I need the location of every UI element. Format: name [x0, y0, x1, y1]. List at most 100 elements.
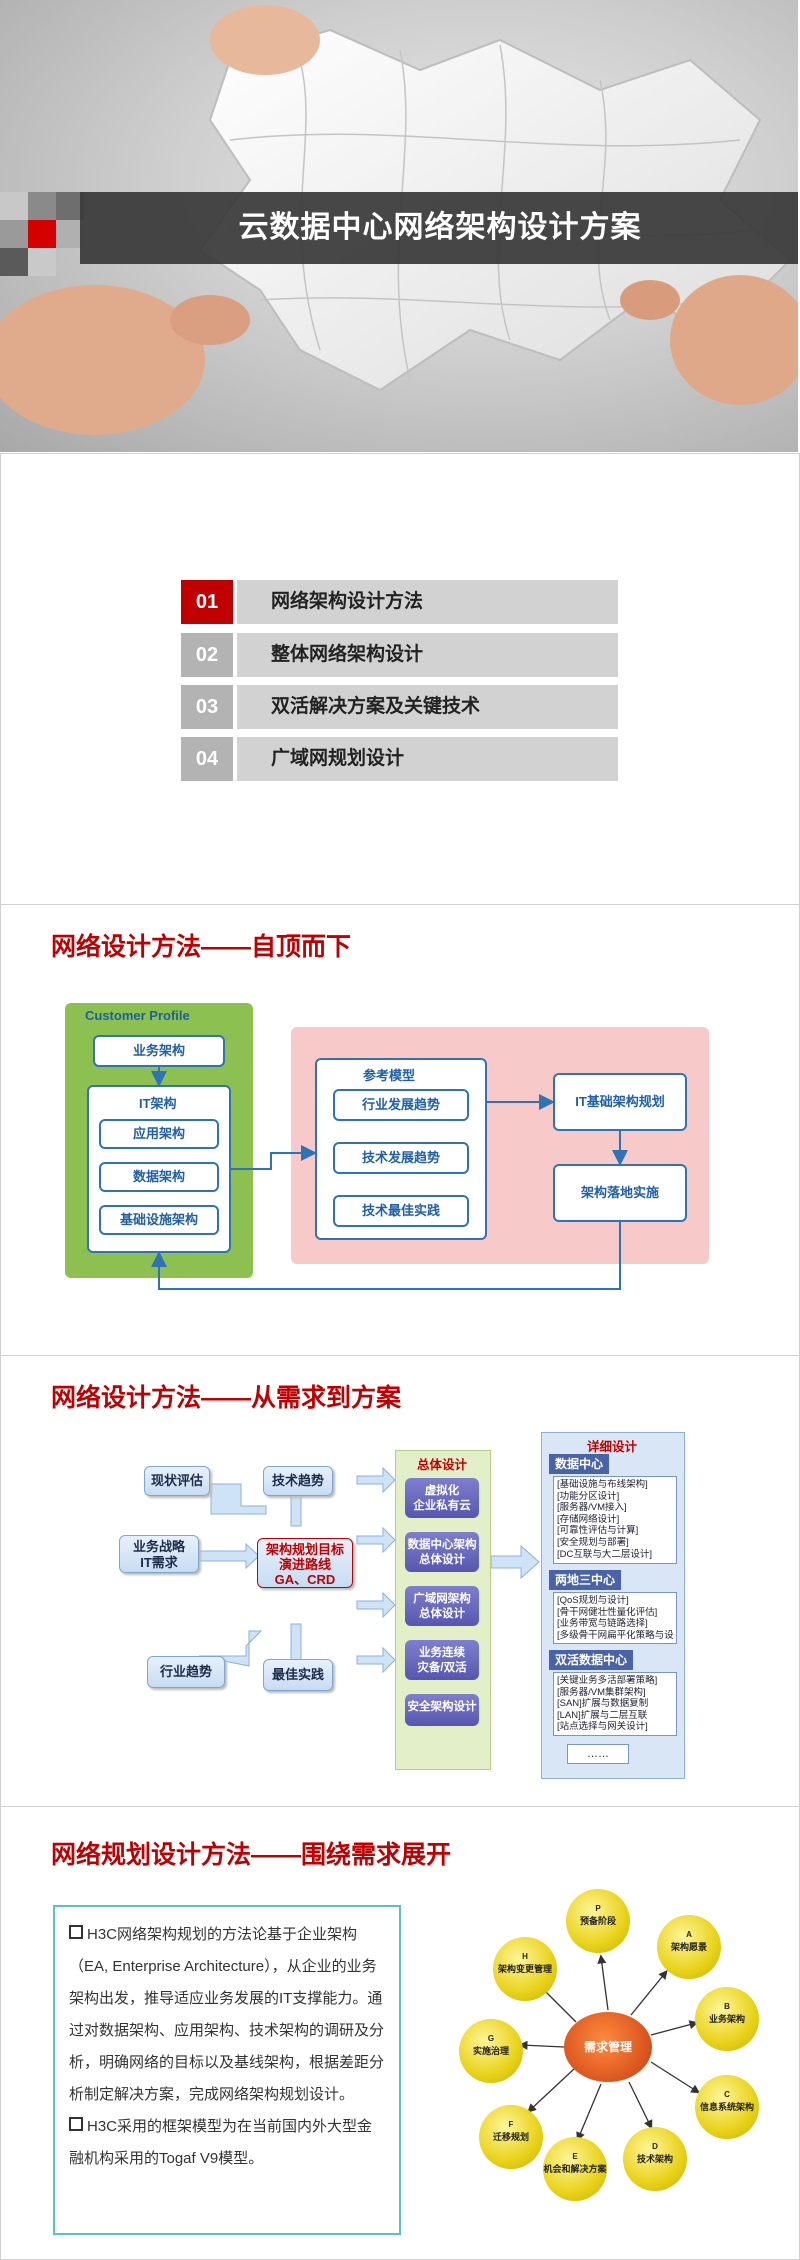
- cover-title: 云数据中心网络架构设计方案: [238, 211, 642, 244]
- section-title: 网络设计方法——从需求到方案: [51, 1384, 402, 1412]
- detail-item: [业务带宽与链路选择]: [557, 1618, 648, 1630]
- node-label: 预备阶段: [579, 1916, 616, 1926]
- target-box: 架构规划目标 演进路线 GA、CRD: [257, 1538, 353, 1588]
- industry-trend-box: 行业发展趋势: [333, 1089, 469, 1121]
- togaf-arrows: [518, 1954, 701, 2142]
- detail-section-head: 双活数据中心: [549, 1650, 634, 1670]
- agenda-item[interactable]: 02 整体网络架构设计: [181, 633, 618, 677]
- overall-item-line: 业务连续: [419, 1647, 465, 1659]
- overall-item: 业务连续 灾备/双活: [405, 1640, 479, 1680]
- detail-list: [基础设施与布线架构] [功能分区设计] [服务器/VM接入] [存储网络设计]…: [553, 1476, 677, 1564]
- togaf-node-e: E 机会和解决方案: [543, 2137, 607, 2201]
- decor-square: [28, 192, 56, 220]
- agenda-item[interactable]: 03 双活解决方案及关键技术: [181, 685, 618, 729]
- agenda-label: 双活解决方案及关键技术: [237, 685, 618, 729]
- node-letter: E: [572, 2152, 578, 2161]
- infra-arch-box: 基础设施架构: [99, 1205, 219, 1235]
- detail-item: [多级骨干网扁平化策略与设计]: [557, 1629, 673, 1641]
- detail-item: [站点选择与网关设计]: [557, 1721, 648, 1733]
- agenda-slide: 01 网络架构设计方法 02 整体网络架构设计 03 双活解决方案及关键技术 0…: [0, 453, 800, 905]
- overall-item-line: 虚拟化: [424, 1485, 460, 1497]
- topdown-slide: 网络设计方法——自顶而下 Customer Profile 业务架构 IT架构 …: [0, 904, 800, 1356]
- detail-ellipsis: ……: [567, 1744, 629, 1764]
- decor-square: [28, 248, 56, 276]
- best-practice-box: 最佳实践: [263, 1659, 333, 1691]
- app-arch-box: 应用架构: [99, 1119, 219, 1149]
- node-letter: P: [595, 1904, 601, 1913]
- node-label: 机会和解决方案: [543, 2164, 607, 2174]
- arch-impl-box: 架构落地实施: [553, 1164, 687, 1222]
- detail-item: [可靠性评估与计算]: [557, 1525, 639, 1537]
- detail-item: [功能分区设计]: [557, 1490, 620, 1502]
- ref-model-label: 参考模型: [363, 1068, 416, 1083]
- method-text: H3C采用的框架模型为在当前国内外大型金融机构采用的Togaf V9模型。: [69, 2118, 373, 2167]
- detail-item: [骨干网健壮性量化评估]: [557, 1606, 658, 1618]
- agenda-label: 整体网络架构设计: [237, 633, 618, 677]
- agenda-number: 03: [181, 685, 233, 729]
- overall-item-line: 广域网架构: [413, 1593, 471, 1605]
- overall-item: 数据中心架构 总体设计: [405, 1532, 479, 1572]
- target-line: 架构规划目标: [265, 1542, 344, 1557]
- overall-item-line: 总体设计: [419, 1554, 465, 1566]
- node-label: 架构变更管理: [497, 1964, 552, 1974]
- flow-arrows: [151, 1067, 628, 1290]
- it-infra-plan-box: IT基础架构规划: [553, 1073, 687, 1131]
- tech-trend-box: 技术发展趋势: [333, 1142, 469, 1174]
- decor-square: [0, 248, 28, 276]
- business-arch-box: 业务架构: [93, 1035, 225, 1067]
- agenda-item[interactable]: 04 广域网规划设计: [181, 737, 618, 781]
- detail-item: [LAN]扩展与二层互联: [557, 1709, 648, 1721]
- section-title: 网络设计方法——自顶而下: [51, 933, 352, 961]
- detail-item: [SAN]扩展与数据复制: [557, 1698, 649, 1710]
- industry-trend-box: 行业趋势: [147, 1656, 225, 1688]
- detail-item: [关键业务多活部署策略]: [557, 1675, 658, 1686]
- agenda-number: 02: [181, 633, 233, 677]
- node-label: 业务架构: [708, 2014, 745, 2024]
- detail-design-title: 详细设计: [586, 1440, 637, 1454]
- overall-item-line: 数据中心架构: [407, 1539, 477, 1551]
- tech-trend-box: 技术趋势: [263, 1466, 333, 1496]
- method-paragraph: H3C采用的框架模型为在当前国内外大型金融机构采用的Togaf V9模型。: [69, 2111, 385, 2175]
- biz-strategy-box: 业务战略 IT需求: [119, 1535, 199, 1573]
- togaf-node-p: P 预备阶段: [566, 1889, 630, 1953]
- node-label: 信息系统架构: [699, 2102, 754, 2112]
- data-arch-box: 数据架构: [99, 1162, 219, 1192]
- overall-design-title: 总体设计: [416, 1458, 467, 1472]
- customer-profile-label: Customer Profile: [85, 1008, 190, 1023]
- agenda-number: 01: [181, 580, 233, 624]
- detail-section-head: 两地三中心: [549, 1570, 622, 1590]
- biz-strategy-line: 业务战略: [132, 1539, 185, 1554]
- node-label: 架构愿景: [670, 1942, 707, 1952]
- requirements-mgmt-node: 需求管理: [564, 2012, 652, 2082]
- agenda-item[interactable]: 01 网络架构设计方法: [181, 580, 618, 624]
- overall-item-line: 灾备/双活: [417, 1662, 467, 1674]
- overall-item: 安全架构设计: [405, 1694, 479, 1726]
- node-label: 技术架构: [636, 2154, 673, 2164]
- method-paragraph: H3C网络架构规划的方法论基于企业架构（EA, Enterprise Archi…: [69, 1919, 385, 2111]
- title-bar: [80, 192, 798, 264]
- checkbox-bullet-icon: [69, 1925, 83, 1939]
- checkbox-bullet-icon: [69, 2117, 83, 2131]
- it-demand-line: IT需求: [140, 1555, 178, 1570]
- decor-square: [56, 220, 84, 248]
- node-label: 实施治理: [472, 2046, 509, 2056]
- detail-section-head: 数据中心: [549, 1454, 610, 1474]
- decor-square: [28, 220, 56, 248]
- detail-list: [关键业务多活部署策略] [服务器/VM集群架构] [SAN]扩展与数据复制 […: [553, 1672, 677, 1736]
- detail-item: [QoS规划与设计]: [557, 1595, 629, 1606]
- detail-item: [存储网络设计]: [557, 1513, 620, 1525]
- status-eval-box: 现状评估: [144, 1466, 210, 1496]
- decor-square: [0, 192, 28, 220]
- it-arch-label: IT架构: [139, 1096, 177, 1111]
- node-letter: B: [724, 2002, 730, 2011]
- method-text: H3C网络架构规划的方法论基于企业架构（EA, Enterprise Archi…: [69, 1926, 385, 2103]
- node-letter: G: [487, 2034, 495, 2043]
- cover-slide: 云数据中心网络架构设计方案: [0, 0, 798, 452]
- overall-item: 广域网架构 总体设计: [405, 1586, 479, 1626]
- overall-item-line: 企业私有云: [413, 1500, 471, 1512]
